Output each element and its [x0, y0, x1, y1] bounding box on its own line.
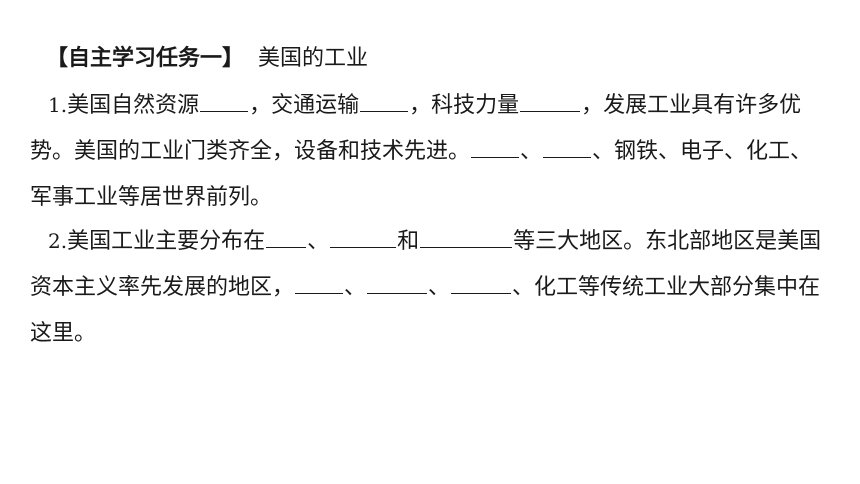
text-segment: 、: [307, 229, 330, 254]
text-segment: 、钢铁、电子、化工、军事工业等居世界前列。: [30, 139, 813, 210]
fill-blank[interactable]: [451, 271, 512, 294]
text-segment: 、: [344, 275, 367, 300]
topic-title: 美国的工业: [258, 46, 369, 71]
fill-blank[interactable]: [360, 89, 409, 112]
section-heading: 【自主学习任务一】美国的工业: [46, 42, 368, 76]
fill-blank[interactable]: [367, 271, 428, 294]
paragraph-2: 2.美国工业主要分布在、和等三大地区。东北部地区是美国资本主义率先发展的地区，、…: [30, 218, 830, 357]
text-segment: 、: [520, 139, 543, 164]
text-segment: 和: [397, 229, 420, 254]
text-segment: 美国自然资源: [67, 93, 200, 118]
fill-blank[interactable]: [330, 225, 397, 248]
fill-blank[interactable]: [200, 89, 249, 112]
fill-blank[interactable]: [266, 225, 307, 248]
text-segment: 、: [428, 275, 451, 300]
text-segment: 等三大地区。东北部地区是美国资本主义率先发展的地区，: [30, 229, 822, 300]
paragraph-2-number: 2.: [48, 229, 68, 253]
fill-blank[interactable]: [420, 225, 513, 248]
fill-blank[interactable]: [471, 135, 520, 158]
paragraph-1-number: 1.: [48, 93, 68, 117]
text-segment: ，发展工业具有许多优势。美国的工业门类齐全，设备和技术先进。: [30, 93, 802, 164]
text-segment: 美国工业主要分布在: [67, 229, 266, 254]
fill-blank[interactable]: [543, 135, 592, 158]
text-segment: 、化工等传统工业大部分集中在这里。: [30, 275, 821, 346]
fill-blank[interactable]: [295, 271, 344, 294]
task-label: 【自主学习任务一】: [46, 46, 245, 71]
paragraph-1: 1.美国自然资源 ，交通运输 ，科技力量，发展工业具有许多优势。美国的工业门类齐全，…: [30, 82, 830, 221]
text-segment: ，科技力量: [409, 93, 520, 118]
text-segment: ，交通运输: [249, 93, 360, 118]
fill-blank[interactable]: [520, 89, 581, 112]
